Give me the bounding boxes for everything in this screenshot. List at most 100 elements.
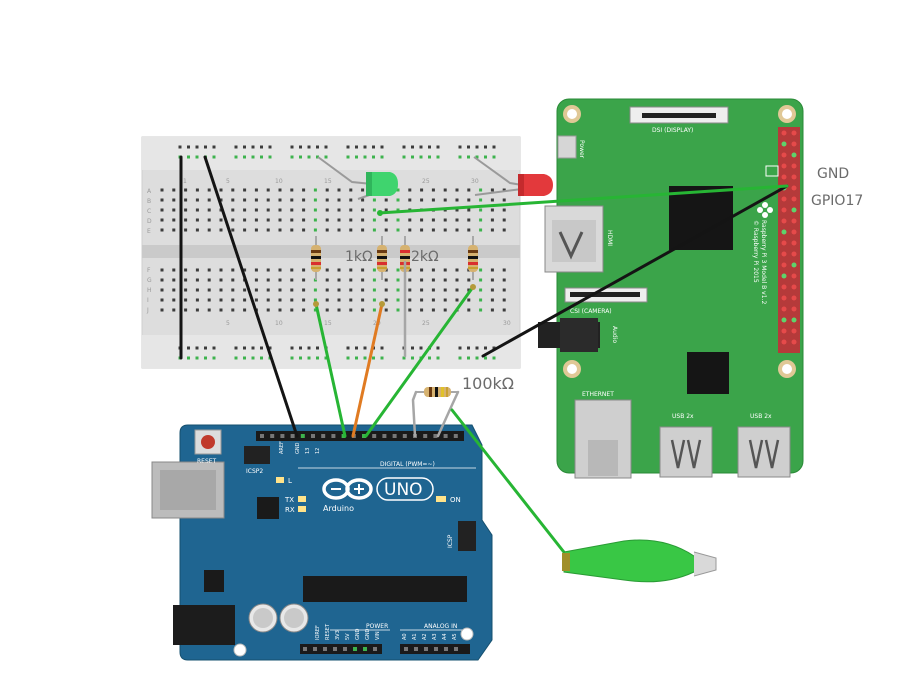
breadboard-hole	[313, 218, 317, 222]
breadboard-row-letters: A B C D E F G H I J	[146, 188, 152, 314]
breadboard-rail-hole	[411, 356, 414, 360]
breadboard-hole	[195, 278, 199, 282]
breadboard-hole	[455, 288, 459, 292]
breadboard-hole	[490, 288, 494, 292]
digital-pin	[402, 434, 407, 438]
breadboard-hole	[408, 198, 412, 202]
breadboard-rail-hole	[195, 356, 199, 360]
breadboard-hole	[302, 198, 306, 202]
breadboard-hole	[479, 298, 483, 302]
usb-port-2	[737, 426, 791, 478]
breadboard-rail-hole	[402, 356, 406, 360]
breadboard-hole	[302, 268, 306, 272]
breadboard-hole	[408, 268, 412, 272]
breadboard-hole	[502, 218, 506, 222]
breadboard-hole	[160, 278, 164, 282]
breadboard-rail-hole	[492, 155, 496, 159]
led-rx-label: RX	[285, 506, 295, 514]
breadboard-hole	[302, 188, 306, 192]
breadboard-hole	[219, 228, 223, 232]
breadboard-rail-hole	[324, 356, 328, 360]
breadboard-hole	[231, 308, 235, 312]
breadboard-rail-hole	[324, 155, 328, 159]
gpio-pin	[781, 295, 787, 301]
breadboard-rail-hole	[380, 145, 384, 149]
breadboard-hole	[160, 198, 164, 202]
breadboard-hole	[337, 268, 341, 272]
wire-green-probe	[450, 408, 569, 558]
breadboard-rail-hole	[475, 346, 479, 350]
power-label: Power	[578, 140, 585, 159]
breadboard-hole	[172, 268, 176, 272]
breadboard-hole	[349, 308, 353, 312]
gpio-header	[778, 127, 800, 353]
breadboard-hole	[337, 228, 341, 232]
breadboard-rail-hole	[299, 145, 302, 149]
breadboard-rail-hole	[484, 346, 487, 350]
breadboard-hole	[302, 228, 306, 232]
breadboard-hole	[195, 188, 199, 192]
breadboard-holes	[160, 145, 506, 360]
gnd-label: GND	[295, 442, 301, 454]
breadboard-hole	[172, 208, 176, 212]
gpio-pin	[791, 251, 797, 257]
breadboard-hole	[490, 218, 494, 222]
breadboard-hole	[325, 218, 329, 222]
power-pin	[323, 647, 327, 651]
breadboard-rail-hole	[492, 346, 496, 350]
breadboard-hole	[396, 228, 400, 232]
breadboard-hole	[254, 198, 258, 202]
svg-text:GND: GND	[355, 628, 361, 640]
power-pin	[343, 647, 347, 651]
breadboard-rail-hole	[268, 155, 272, 159]
breadboard-hole	[384, 228, 388, 232]
svg-text:10: 10	[275, 320, 283, 327]
usb2-label: USB 2x	[750, 413, 772, 420]
breadboard-rail-hole	[492, 145, 496, 149]
breadboard-hole	[384, 208, 388, 212]
usb-chip	[257, 497, 279, 519]
breadboard-hole	[184, 278, 188, 282]
breadboard-rail-hole	[475, 356, 479, 360]
breadboard-hole	[361, 228, 365, 232]
power-connector	[557, 135, 577, 159]
breadboard-hole	[184, 308, 188, 312]
digital-pin	[382, 434, 387, 438]
svg-text:10: 10	[275, 178, 283, 185]
breadboard-hole	[479, 278, 483, 282]
breadboard-rail-hole	[324, 145, 328, 149]
gpio-pin	[791, 130, 797, 136]
breadboard-hole	[431, 278, 435, 282]
gpio-pin	[781, 339, 787, 345]
audio-label: Audio	[611, 326, 618, 343]
soc-chip	[669, 186, 733, 250]
breadboard-hole	[325, 268, 329, 272]
regulator	[204, 570, 224, 592]
gpio-pin	[781, 207, 787, 213]
breadboard-rail-hole	[234, 145, 238, 149]
breadboard-hole	[455, 198, 459, 202]
breadboard-hole	[266, 228, 270, 232]
breadboard-hole	[467, 288, 471, 292]
breadboard-hole	[266, 308, 270, 312]
reset-button-cap[interactable]	[201, 435, 215, 449]
digital-pin	[311, 434, 315, 438]
svg-text:5: 5	[226, 320, 230, 327]
breadboard-hole	[502, 278, 506, 282]
led-l-label: L	[288, 477, 292, 485]
breadboard-hole	[266, 218, 270, 222]
red-led	[518, 174, 553, 196]
breadboard-hole	[372, 308, 376, 312]
icsp2-label: ICSP2	[246, 468, 263, 475]
breadboard-hole	[443, 228, 447, 232]
breadboard-hole	[420, 268, 424, 272]
breadboard-rail-hole	[372, 356, 375, 360]
breadboard-rail-hole	[268, 145, 272, 149]
gpio-pin	[781, 328, 787, 334]
breadboard-rail-hole	[290, 346, 294, 350]
breadboard-hole	[160, 218, 164, 222]
breadboard-hole	[184, 188, 188, 192]
svg-text:H: H	[147, 287, 152, 294]
breadboard-hole	[455, 208, 459, 212]
breadboard-hole	[243, 298, 247, 302]
